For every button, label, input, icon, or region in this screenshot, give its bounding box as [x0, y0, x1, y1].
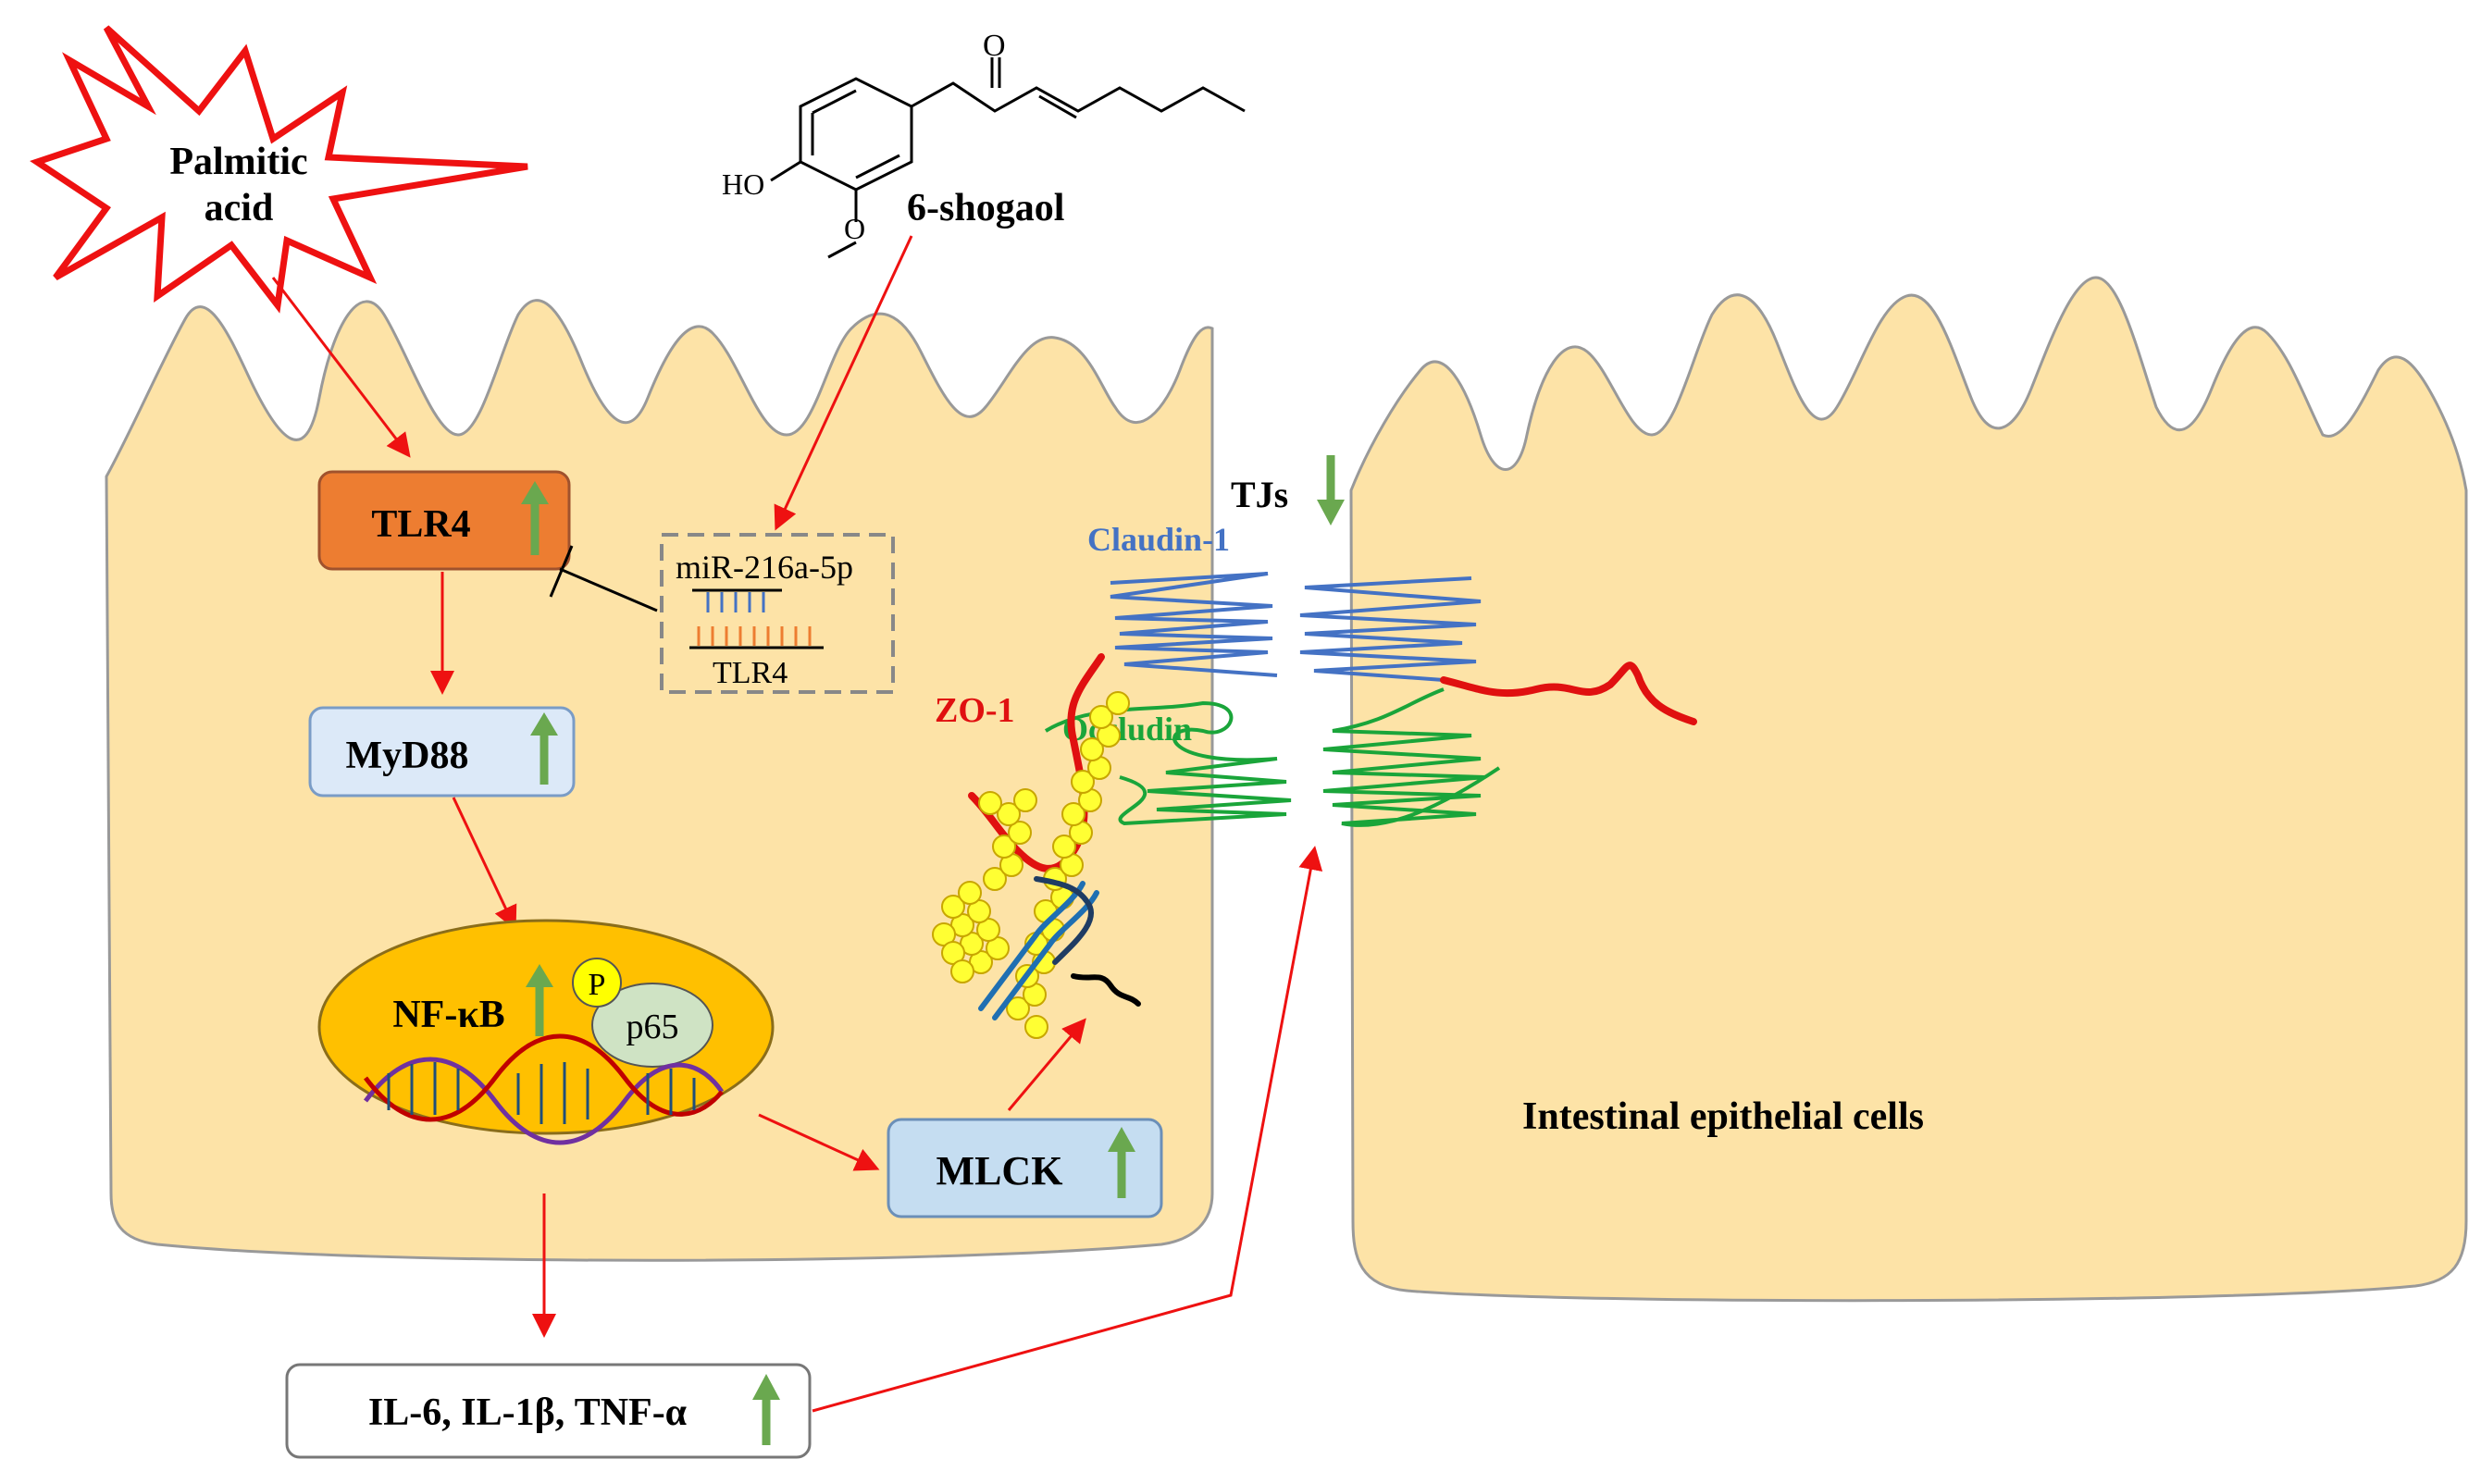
tlr4-label: TLR4 — [371, 503, 470, 546]
myd88-box — [308, 706, 576, 798]
mirna-target-label: TLR4 — [713, 656, 788, 690]
shogaol-name: 6-shogaol — [907, 187, 1064, 229]
cytokines-to-tjs-arrow — [812, 846, 1323, 1413]
claudin-strand-left — [1110, 572, 1278, 677]
myd88-to-nfkb-arrow — [452, 797, 517, 931]
cytokines-label: IL-6, IL-1β, TNF-α — [368, 1391, 688, 1434]
right-epithelial-cell — [1349, 276, 2468, 1303]
cell-type-label: Intestinal epithelial cells — [1522, 1095, 1924, 1138]
occludin-strand-left — [1044, 700, 1292, 826]
palmitic-acid-label: Palmitic — [169, 141, 307, 183]
claudin-label: Claudin-1 — [1087, 521, 1230, 558]
tlr4-box — [317, 470, 571, 571]
tjs-down-arrow — [1317, 455, 1345, 526]
mirna-strand-blue — [706, 592, 765, 612]
mirna-inhibits-tlr4-line — [559, 567, 658, 612]
actin-filament — [932, 691, 1130, 1039]
tlr4-up-arrow — [521, 481, 549, 555]
nfkb-up-arrow — [526, 964, 553, 1036]
mirna-box — [660, 533, 895, 694]
mlck-up-arrow — [1108, 1127, 1135, 1198]
zo1-label: ZO-1 — [935, 691, 1015, 730]
p65-label: p65 — [626, 1008, 679, 1046]
zo1-strand-right — [1440, 662, 1697, 725]
phosphate-circle — [572, 958, 622, 1008]
shogaol-hydroxyl: HO — [722, 167, 764, 201]
mlck-box — [887, 1118, 1163, 1218]
p65-subunit — [591, 983, 713, 1068]
mirna-label: miR-216a-5p — [676, 549, 853, 586]
occludin-strand-right — [1322, 687, 1501, 827]
cytokines-box — [285, 1363, 812, 1459]
shogaol-structure — [770, 57, 1246, 259]
cytokines-up-arrow — [752, 1374, 780, 1445]
nucleus — [317, 919, 775, 1135]
myosin — [978, 876, 1141, 1020]
nfkb-to-mlck-arrow — [758, 1113, 880, 1171]
tjs-label: TJs — [1231, 474, 1288, 515]
mrna-strand-orange — [697, 626, 812, 646]
myd88-label: MyD88 — [346, 735, 469, 777]
mlck-label: MLCK — [937, 1148, 1063, 1193]
palmitic-acid-label-line2: acid — [205, 187, 274, 229]
mlck-to-myosin-arrow — [1007, 1018, 1086, 1111]
shogaol-ketone-oxygen: O — [983, 29, 1006, 63]
phosphate-label: P — [589, 968, 606, 1002]
nfkb-label: NF-κB — [392, 994, 504, 1036]
palmitic-acid-starburst — [30, 25, 528, 314]
shogaol-methoxy-oxygen: O — [844, 212, 865, 245]
claudin-strand-right — [1299, 576, 1482, 682]
shogaol-to-mirna-arrow — [774, 235, 913, 531]
dna-helix — [364, 1033, 725, 1145]
palmitic-to-tlr4-arrow — [271, 277, 411, 458]
myd88-up-arrow — [530, 712, 558, 785]
